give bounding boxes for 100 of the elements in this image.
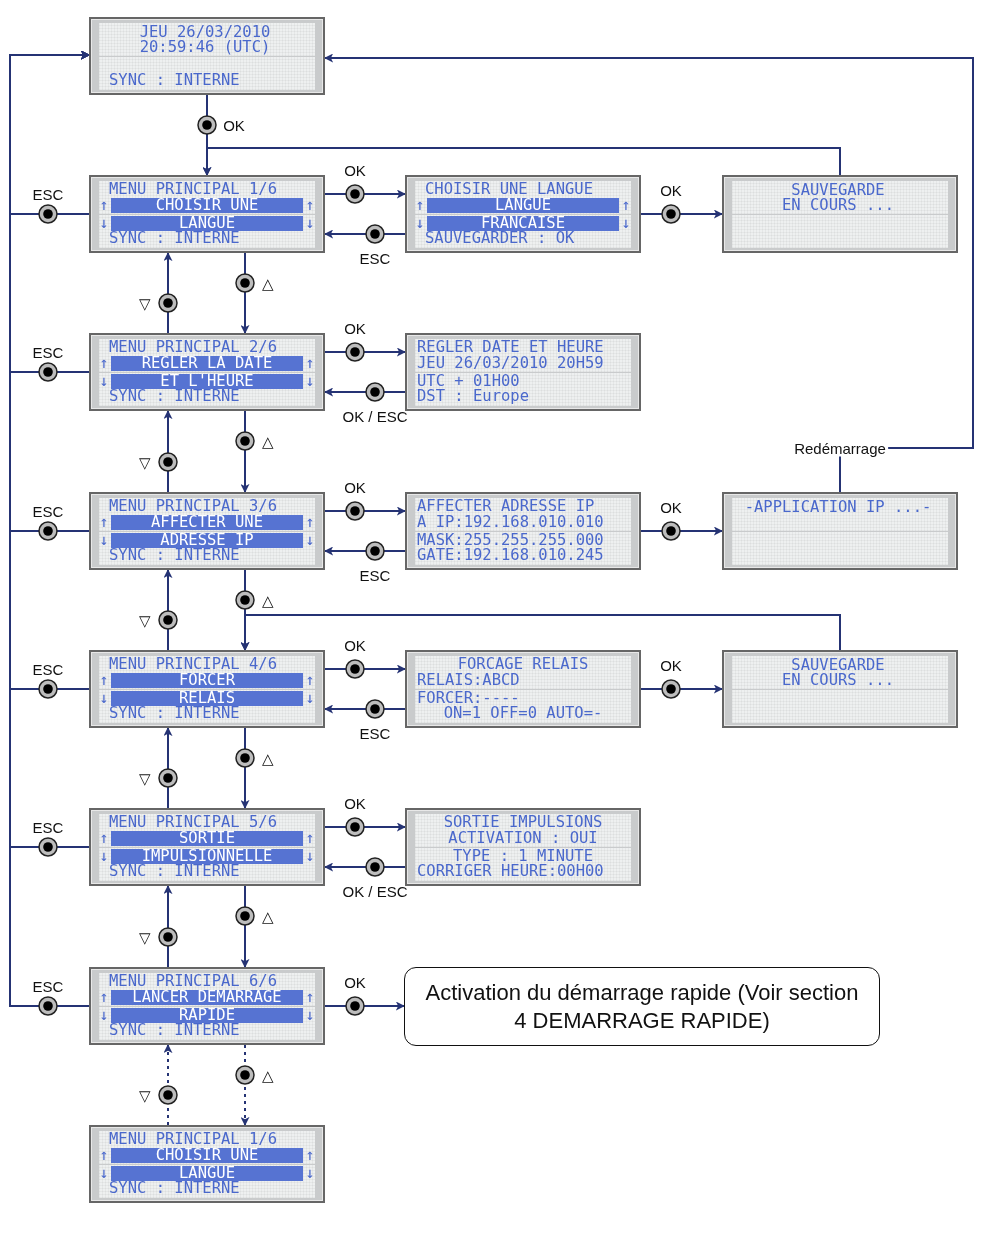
screen-text: JEU 26/03/2010	[138, 25, 272, 40]
highlighted-text: SORTIE	[111, 831, 303, 846]
settings-screen	[405, 492, 641, 570]
edge-label: ESC	[358, 566, 392, 584]
edge-label: ▽	[138, 1086, 152, 1104]
status-screen	[722, 175, 958, 253]
screen-text: FORCAGE RELAIS	[456, 657, 590, 672]
screen-text: ↓	[98, 1008, 110, 1023]
edge-label: ▽	[138, 928, 152, 946]
screen-text: ↓	[304, 849, 316, 864]
screen-text: SYNC : INTERNE	[109, 231, 241, 246]
edge-label: OK / ESC	[341, 407, 409, 425]
arrow	[324, 53, 974, 493]
screen-text: MENU PRINCIPAL 2/6	[109, 340, 278, 355]
edge-label: △	[261, 749, 275, 767]
menu-screen	[405, 175, 641, 253]
edge-label: OK	[659, 181, 683, 199]
edge-label: ESC	[31, 343, 65, 361]
menu-screen	[89, 333, 325, 411]
screen-text: SORTIE IMPULSIONS	[442, 815, 604, 830]
screen-text: ACTIVATION : OUI	[447, 831, 599, 846]
edge-label: OK	[659, 656, 683, 674]
edge-label: OK	[222, 116, 246, 134]
screen-text: MENU PRINCIPAL 4/6	[109, 657, 278, 672]
screen-text: SYNC : INTERNE	[109, 1023, 241, 1038]
screen-text: TYPE : 1 MINUTE	[453, 849, 593, 864]
edge-label: △	[261, 907, 275, 925]
edge-label: OK	[659, 498, 683, 516]
screen-text: SAUVEGARDE	[791, 183, 886, 198]
edge-label: OK	[343, 794, 367, 812]
arrow	[324, 664, 406, 674]
screen-text: SYNC : INTERNE	[109, 548, 241, 563]
edge-label: ESC	[31, 502, 65, 520]
screen-text: ↑	[98, 515, 110, 530]
edge-label: ESC	[358, 724, 392, 742]
edge-label: OK / ESC	[341, 882, 409, 900]
screen-text: AFFECTER ADRESSE IP	[417, 499, 596, 514]
screen-text: ↑	[98, 356, 110, 371]
arrow	[240, 614, 841, 651]
screen-text: SAUVEGARDER : OK	[425, 231, 576, 246]
edge-label: △	[261, 432, 275, 450]
note-box	[404, 967, 880, 1046]
edge-label: ESC	[358, 249, 392, 267]
screen-text: SYNC : INTERNE	[109, 706, 241, 721]
screen-text: ↑	[304, 515, 316, 530]
edge-label: ESC	[31, 660, 65, 678]
arrow	[640, 209, 723, 219]
screen-text: ON=1 OFF=0 AUTO=-	[442, 706, 604, 721]
screen-text: MENU PRINCIPAL 1/6	[109, 182, 278, 197]
screen-text: 20:59:46 (UTC)	[138, 40, 272, 55]
screen-text: SYNC : INTERNE	[109, 1181, 241, 1196]
highlighted-text: IMPULSIONNELLE	[111, 849, 303, 864]
screen-text: ↓	[304, 216, 316, 231]
screen-text: ↓	[414, 216, 426, 231]
screen-text: DST : Europe	[417, 389, 530, 404]
highlighted-text: RAPIDE	[111, 1008, 303, 1023]
status-screen	[722, 492, 958, 570]
arrow	[324, 1001, 405, 1011]
edge-label: OK	[343, 636, 367, 654]
screen-text: ↑	[98, 1148, 110, 1163]
settings-screen	[405, 650, 641, 728]
arrow	[640, 684, 723, 694]
screen-text: MENU PRINCIPAL 6/6	[109, 974, 278, 989]
menu-screen	[89, 967, 325, 1045]
screen-text: ↑	[620, 198, 632, 213]
screen-text: MASK:255.255.255.000	[417, 533, 605, 548]
dotted-arrow	[163, 1044, 173, 1126]
screen-text: ↑	[304, 198, 316, 213]
edge-label: △	[261, 591, 275, 609]
screen-text: RELAIS:ABCD	[417, 673, 521, 688]
arrow	[324, 862, 406, 872]
highlighted-text: RELAIS	[111, 691, 303, 706]
screen-text: SYNC : INTERNE	[109, 73, 241, 88]
edge-label: OK	[343, 973, 367, 991]
screen-text: EN COURS ...	[781, 673, 895, 688]
highlighted-text: FRANCAISE	[427, 216, 619, 231]
screen-text: ↓	[304, 691, 316, 706]
edge-label: ESC	[31, 818, 65, 836]
arrow	[202, 147, 841, 176]
screen-text: MENU PRINCIPAL 5/6	[109, 815, 278, 830]
edge-label: ▽	[138, 769, 152, 787]
menu-screen	[89, 808, 325, 886]
arrow	[324, 546, 406, 556]
edge-label: OK	[343, 161, 367, 179]
screen-text: SYNC : INTERNE	[109, 864, 241, 879]
screen-text: ↑	[304, 831, 316, 846]
note-text: Activation du démarrage rapide (Voir section 4 DEMARRAGE RAPIDE)	[424, 978, 860, 1035]
highlighted-text: LANGUE	[427, 198, 619, 213]
arrow	[163, 885, 173, 968]
clock-screen	[89, 17, 325, 95]
screen-text: SAUVEGARDE	[791, 658, 886, 673]
arrow	[9, 50, 90, 1007]
highlighted-text: FORCER	[111, 673, 303, 688]
arrow	[163, 727, 173, 809]
screen-text: ↓	[98, 1166, 110, 1181]
screen-text: MENU PRINCIPAL 3/6	[109, 499, 278, 514]
edge-label: ESC	[31, 185, 65, 203]
screen-text: ↑	[98, 990, 110, 1005]
edge-label: △	[261, 1066, 275, 1084]
highlighted-text: ADRESSE IP	[111, 533, 303, 548]
